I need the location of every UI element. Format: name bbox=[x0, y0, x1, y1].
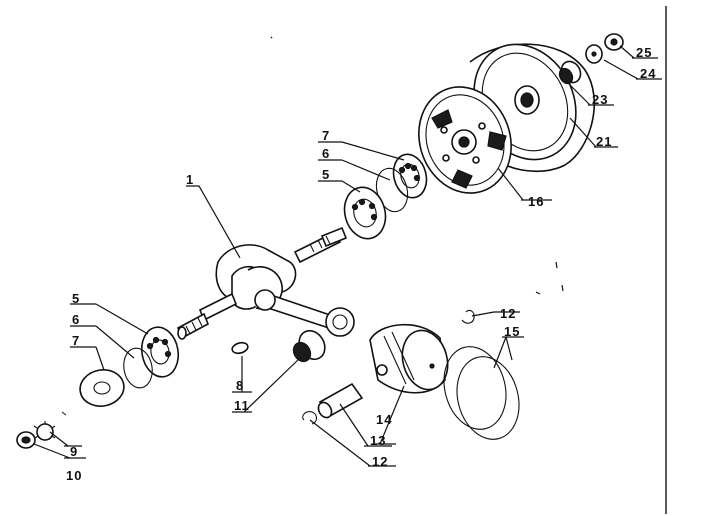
callout-7-lower: 7 bbox=[72, 333, 80, 348]
clutch-needle-bearing bbox=[558, 60, 582, 85]
circlip-upper bbox=[461, 309, 475, 324]
callout-5-upper: 5 bbox=[322, 167, 330, 182]
callout-15: 15 bbox=[504, 324, 520, 339]
clutch-assembly bbox=[418, 86, 512, 194]
callout-12-upper: 12 bbox=[500, 306, 516, 321]
callout-16: 16 bbox=[528, 194, 544, 209]
callout-11: 11 bbox=[234, 398, 250, 413]
callout-6-upper: 6 bbox=[322, 146, 330, 161]
lower-bearing-set bbox=[79, 326, 180, 407]
callout-13: 13 bbox=[370, 433, 386, 448]
leader-lines bbox=[33, 45, 662, 467]
callout-9: 9 bbox=[70, 444, 78, 459]
rim-sprocket bbox=[33, 421, 56, 441]
callout-21: 21 bbox=[596, 134, 612, 149]
callout-5-lower: 5 bbox=[72, 291, 80, 306]
upper-bearing-set bbox=[343, 153, 428, 240]
clutch-nut bbox=[604, 33, 624, 51]
callout-7-upper: 7 bbox=[322, 128, 330, 143]
callout-24: 24 bbox=[640, 66, 656, 81]
callout-6-lower: 6 bbox=[72, 312, 80, 327]
stray-marks bbox=[61, 36, 564, 416]
callout-8: 8 bbox=[236, 378, 244, 393]
callout-12-lower: 12 bbox=[372, 454, 388, 469]
nut bbox=[16, 431, 36, 449]
clutch-washer bbox=[585, 44, 603, 64]
circlip-lower bbox=[302, 411, 318, 425]
callout-14: 14 bbox=[376, 412, 392, 427]
callout-1: 1 bbox=[186, 172, 194, 187]
callout-25: 25 bbox=[636, 45, 652, 60]
piston-rings bbox=[443, 346, 520, 440]
callout-labels: 1 5 6 7 5 6 7 8 9 10 11 12 12 13 14 15 1… bbox=[66, 45, 656, 483]
woodruff-key bbox=[231, 341, 249, 355]
piston bbox=[369, 323, 449, 394]
connecting-rod bbox=[254, 289, 355, 337]
callout-23: 23 bbox=[592, 92, 608, 107]
needle-bearing bbox=[292, 329, 326, 363]
piston-pin bbox=[317, 382, 364, 419]
callout-10: 10 bbox=[66, 468, 82, 483]
